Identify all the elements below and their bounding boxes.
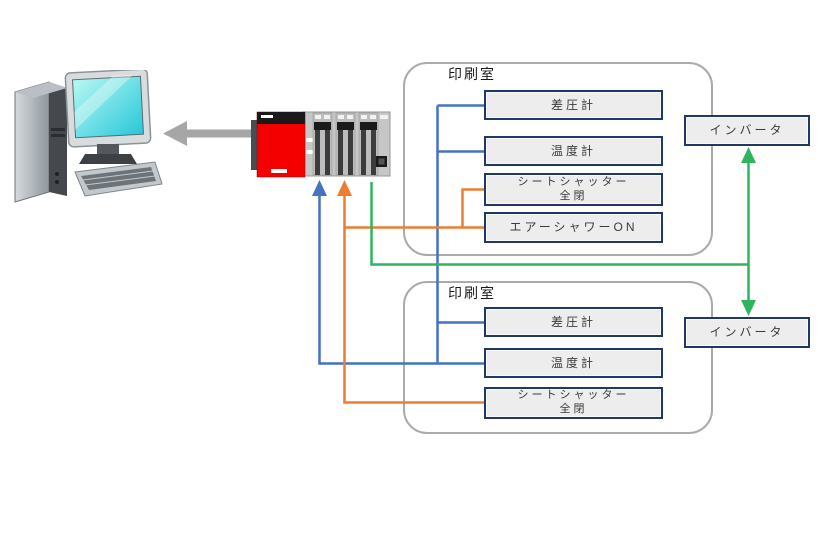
box-label: インバータ — [709, 123, 785, 137]
printing-room-1 — [403, 62, 713, 256]
orange-signal-lines — [343, 188, 485, 404]
computer-graphic — [14, 68, 163, 203]
room1-sheet-shutter-closed-box: シートシャッター 全閉 — [484, 173, 663, 206]
plc-graphic — [251, 111, 391, 178]
plc-controller-icon — [251, 110, 391, 182]
plc-end-module — [376, 115, 388, 167]
plc-side-tab — [251, 120, 260, 170]
pc-keyboard — [74, 161, 163, 197]
green-arrowhead-down-inverter2 — [741, 300, 756, 316]
box-label-line2: 全閉 — [559, 189, 588, 202]
box-label-line1: シートシャッター — [517, 389, 630, 402]
room-1-label: 印刷室 — [448, 66, 496, 82]
room-2-label: 印刷室 — [448, 285, 496, 301]
green-arrowhead-up-inverter1 — [741, 147, 756, 163]
inverter-2-box: インバータ — [684, 317, 810, 348]
box-label-line2: 全閉 — [559, 403, 588, 415]
plc-power-module — [256, 111, 306, 178]
room1-thermometer-box: 温度計 — [484, 136, 663, 166]
plc-to-computer-arrow — [163, 121, 251, 146]
desktop-computer-icon — [5, 68, 163, 208]
blue-signal-lines — [318, 104, 485, 365]
box-label: 温度計 — [550, 355, 596, 370]
room2-diff-pressure-gauge-box: 差圧計 — [484, 307, 663, 337]
green-signal-lines — [370, 160, 750, 304]
blue-arrowhead-into-plc — [312, 180, 327, 196]
room1-air-shower-on-box: エアーシャワーON — [484, 212, 663, 243]
room2-sheet-shutter-closed-box: シートシャッター 全閉 — [484, 387, 663, 419]
room1-diff-pressure-gauge-box: 差圧計 — [484, 90, 663, 120]
inverter-1-box: インバータ — [684, 115, 810, 146]
box-label: 差圧計 — [550, 97, 596, 112]
pc-tower — [14, 81, 67, 203]
pc-monitor — [64, 68, 152, 164]
plc-io-modules — [312, 112, 379, 176]
room2-thermometer-box: 温度計 — [484, 348, 663, 378]
box-label: 差圧計 — [550, 314, 596, 329]
orange-arrowhead-into-plc — [337, 180, 352, 196]
box-label: インバータ — [709, 325, 785, 339]
box-label: エアーシャワーON — [509, 220, 638, 234]
printing-room-2 — [403, 281, 713, 434]
box-label-line1: シートシャッター — [517, 175, 630, 188]
box-label: 温度計 — [550, 143, 596, 158]
